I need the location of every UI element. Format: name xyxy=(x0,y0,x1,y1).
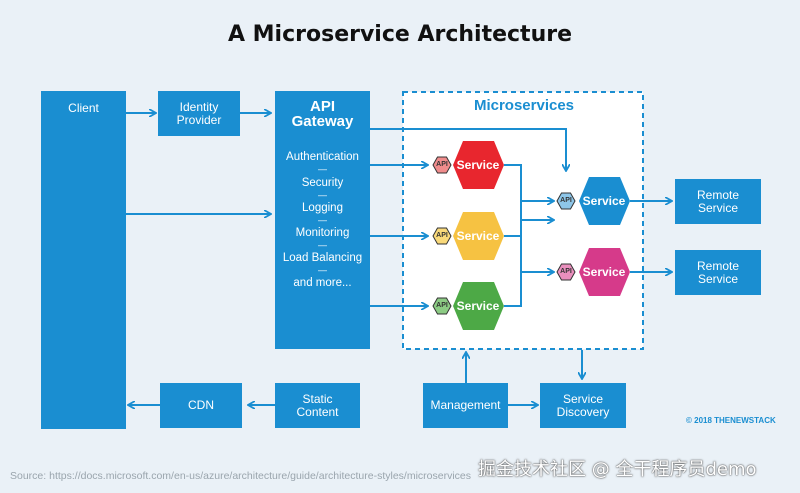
remote2-line2: Service xyxy=(697,271,738,286)
arrow-service1-service4 xyxy=(504,164,553,201)
cdn-label: CDN xyxy=(188,398,214,412)
service-label-2[interactable]: Service xyxy=(456,229,500,243)
gateway-feature-more: and more... xyxy=(293,277,352,289)
copyright-text: © 2018 THENEWSTACK xyxy=(686,416,776,425)
api-badge-5: API xyxy=(560,268,572,275)
service-label-4[interactable]: Service xyxy=(582,194,626,208)
gateway-feature-logging: Logging xyxy=(302,202,343,214)
gateway-feature-monitoring: Monitoring xyxy=(295,227,350,239)
service-hexagon-2 xyxy=(432,212,504,260)
management-box[interactable]: Management xyxy=(423,383,508,428)
service-hexagon-5 xyxy=(556,248,630,296)
gateway-feature-authentication: Authentication xyxy=(286,151,359,163)
api-badge-3: API xyxy=(436,302,448,309)
diagram-title: A Microservice Architecture xyxy=(227,22,573,47)
api-badge-1: API xyxy=(436,161,448,168)
remote1-line1: Remote xyxy=(696,187,740,202)
gateway-separator: — xyxy=(318,265,327,275)
static-content-box[interactable]: Static Content xyxy=(275,383,360,428)
discovery-line2: Discovery xyxy=(556,404,610,419)
remote-service-box-1[interactable]: Remote Service xyxy=(675,179,761,224)
management-label: Management xyxy=(430,398,501,412)
service-hexagon-1 xyxy=(432,141,504,189)
cdn-box[interactable]: CDN xyxy=(160,383,242,428)
service-label-3[interactable]: Service xyxy=(456,299,500,313)
static-line2: Content xyxy=(296,404,339,419)
service-discovery-box[interactable]: Service Discovery xyxy=(540,383,626,428)
watermark-text: 掘金技术社区 @ 全干程序员demo xyxy=(478,459,757,480)
service-label-5[interactable]: Service xyxy=(582,265,626,279)
gateway-title-line1: API xyxy=(309,98,335,115)
gateway-separator: — xyxy=(318,215,327,225)
client-box[interactable]: Client xyxy=(41,91,126,429)
arrow-service3-service4 xyxy=(504,220,553,307)
service-hexagon-4 xyxy=(556,177,630,225)
remote1-line2: Service xyxy=(697,200,738,215)
api-badge-2: API xyxy=(436,232,448,239)
gateway-separator: — xyxy=(318,190,327,200)
service-label-1[interactable]: Service xyxy=(456,158,500,172)
gateway-feature-load-balancing: Load Balancing xyxy=(282,252,363,264)
api-badge-4: API xyxy=(560,197,572,204)
source-text: Source: https://docs.microsoft.com/en-us… xyxy=(10,470,472,482)
arrow-gateway-service4 xyxy=(370,128,566,170)
identity-line2: Provider xyxy=(176,112,222,127)
gateway-feature-security: Security xyxy=(301,177,344,189)
gateway-title-line2: Gateway xyxy=(291,113,354,130)
service-hexagon-3 xyxy=(432,282,504,330)
identity-provider-box[interactable]: Identity Provider xyxy=(158,91,240,136)
client-label: Client xyxy=(68,101,99,115)
remote-service-box-2[interactable]: Remote Service xyxy=(675,250,761,295)
discovery-line1: Service xyxy=(562,391,603,406)
static-line1: Static xyxy=(302,391,333,406)
gateway-separator: — xyxy=(318,240,327,250)
remote2-line1: Remote xyxy=(696,258,740,273)
identity-line1: Identity xyxy=(179,99,219,114)
api-gateway-box[interactable]: API Gateway xyxy=(275,91,370,349)
gateway-separator: — xyxy=(318,164,327,174)
microservices-title: Microservices xyxy=(473,97,575,114)
